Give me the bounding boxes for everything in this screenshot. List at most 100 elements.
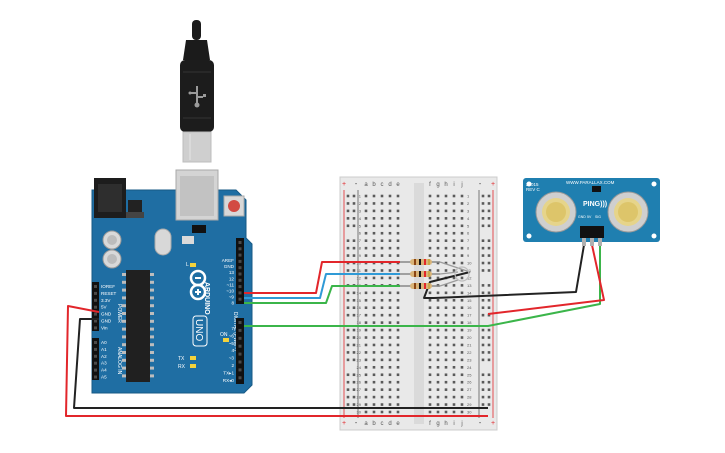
bb-rail-sign: + xyxy=(491,420,495,427)
bb-hole xyxy=(444,388,448,391)
chip-leg xyxy=(150,327,154,331)
bb-hole xyxy=(444,284,448,287)
header-hole xyxy=(238,241,242,244)
bb-hole xyxy=(444,410,448,414)
bb-hole xyxy=(460,298,464,302)
pin-label: A0 xyxy=(101,340,107,345)
bb-rail-hole xyxy=(487,269,491,272)
bb-col-letter: a xyxy=(364,421,368,427)
header-hole xyxy=(94,354,97,358)
bb-row-number: 11 xyxy=(467,268,472,273)
usb-icon xyxy=(188,86,206,108)
pin-label: 3.3V xyxy=(101,298,111,303)
bb-hole xyxy=(396,224,400,228)
bb-hole xyxy=(372,254,376,257)
header-hole xyxy=(94,326,97,330)
chip-leg xyxy=(122,366,126,370)
bb-hole xyxy=(364,239,368,242)
bb-rail-hole xyxy=(352,358,356,362)
bb-hole xyxy=(396,202,400,205)
bb-hole xyxy=(380,336,384,339)
bb-rail-hole xyxy=(481,217,485,220)
bb-rail-hole xyxy=(346,246,350,250)
bb-hole xyxy=(372,276,376,280)
bb-rail-hole xyxy=(346,224,350,228)
bb-hole xyxy=(364,410,368,414)
header-hole xyxy=(238,291,242,295)
bb-row-number: 19 xyxy=(357,328,362,333)
pin-label: A3 xyxy=(101,361,107,366)
bb-rail-hole xyxy=(481,298,485,302)
bb-hole xyxy=(380,202,384,205)
bb-hole xyxy=(460,217,464,220)
bb-hole xyxy=(436,410,440,414)
bb-hole xyxy=(452,254,456,257)
chip-leg xyxy=(150,351,154,354)
transducer-left xyxy=(535,191,577,233)
led-tx-label: TX xyxy=(178,356,185,362)
bb-hole xyxy=(380,298,384,302)
bb-hole xyxy=(380,373,384,377)
header-hole xyxy=(238,336,242,340)
bb-hole xyxy=(396,388,400,391)
header-hole xyxy=(238,328,242,332)
bb-hole xyxy=(388,380,392,384)
on-label: ON xyxy=(220,332,228,338)
bb-row-number: 24 xyxy=(467,365,472,370)
bb-rail-hole xyxy=(352,217,356,220)
bb-hole xyxy=(428,239,432,242)
bb-rail-hole xyxy=(481,284,485,287)
crystal-oscillator xyxy=(154,228,172,256)
bb-hole xyxy=(380,351,384,354)
bb-row-number: 26 xyxy=(357,380,362,385)
bb-rail-hole xyxy=(481,388,485,391)
chip-leg xyxy=(122,374,126,378)
bb-hole xyxy=(460,284,464,287)
chip-leg xyxy=(122,312,126,315)
pin-label: 8 xyxy=(231,301,234,306)
bb-hole xyxy=(388,313,392,317)
header-hole xyxy=(94,319,97,323)
wire-black-sensor-gnd xyxy=(433,244,585,299)
bb-rail-hole xyxy=(487,351,491,354)
bb-hole xyxy=(388,254,392,257)
bb-rail-sign: - xyxy=(355,181,358,188)
bb-row-number: 22 xyxy=(357,350,362,355)
bb-rail-hole xyxy=(352,209,356,213)
bb-hole xyxy=(452,395,456,399)
header-hole xyxy=(238,297,242,301)
bb-hole xyxy=(380,388,384,391)
bb-col-letter: j xyxy=(460,182,462,188)
bb-hole xyxy=(372,313,376,317)
header-hole xyxy=(238,352,242,356)
bb-rail-hole xyxy=(352,336,356,339)
bb-rail-sign: + xyxy=(491,181,495,188)
bb-hole xyxy=(364,209,368,213)
pin-label: ~10 xyxy=(226,289,234,294)
bb-col-letter: d xyxy=(388,182,391,188)
bb-hole xyxy=(436,336,440,339)
bb-rail-sign: - xyxy=(479,181,482,188)
bb-hole xyxy=(436,313,440,317)
header-hole xyxy=(238,321,242,324)
bb-hole xyxy=(460,343,464,347)
bb-rail-hole xyxy=(352,395,356,399)
bb-hole xyxy=(436,380,440,384)
pin-label: RX◂0 xyxy=(223,378,235,383)
bb-row-number: 17 xyxy=(467,313,472,318)
bb-row-number: 29 xyxy=(467,402,472,407)
pin-label: ~3 xyxy=(229,356,235,361)
bb-hole xyxy=(436,239,440,242)
bb-row-number: 23 xyxy=(467,357,472,362)
header-hole xyxy=(94,298,97,302)
bb-hole xyxy=(380,306,384,310)
bb-hole xyxy=(372,239,376,242)
header-hole xyxy=(238,368,242,372)
small-chip xyxy=(182,236,194,244)
bb-hole xyxy=(428,246,432,250)
bb-hole xyxy=(460,358,464,362)
bb-hole xyxy=(444,202,448,205)
bb-hole xyxy=(444,321,448,324)
bb-hole xyxy=(380,209,384,213)
pin-label: A1 xyxy=(101,347,107,352)
